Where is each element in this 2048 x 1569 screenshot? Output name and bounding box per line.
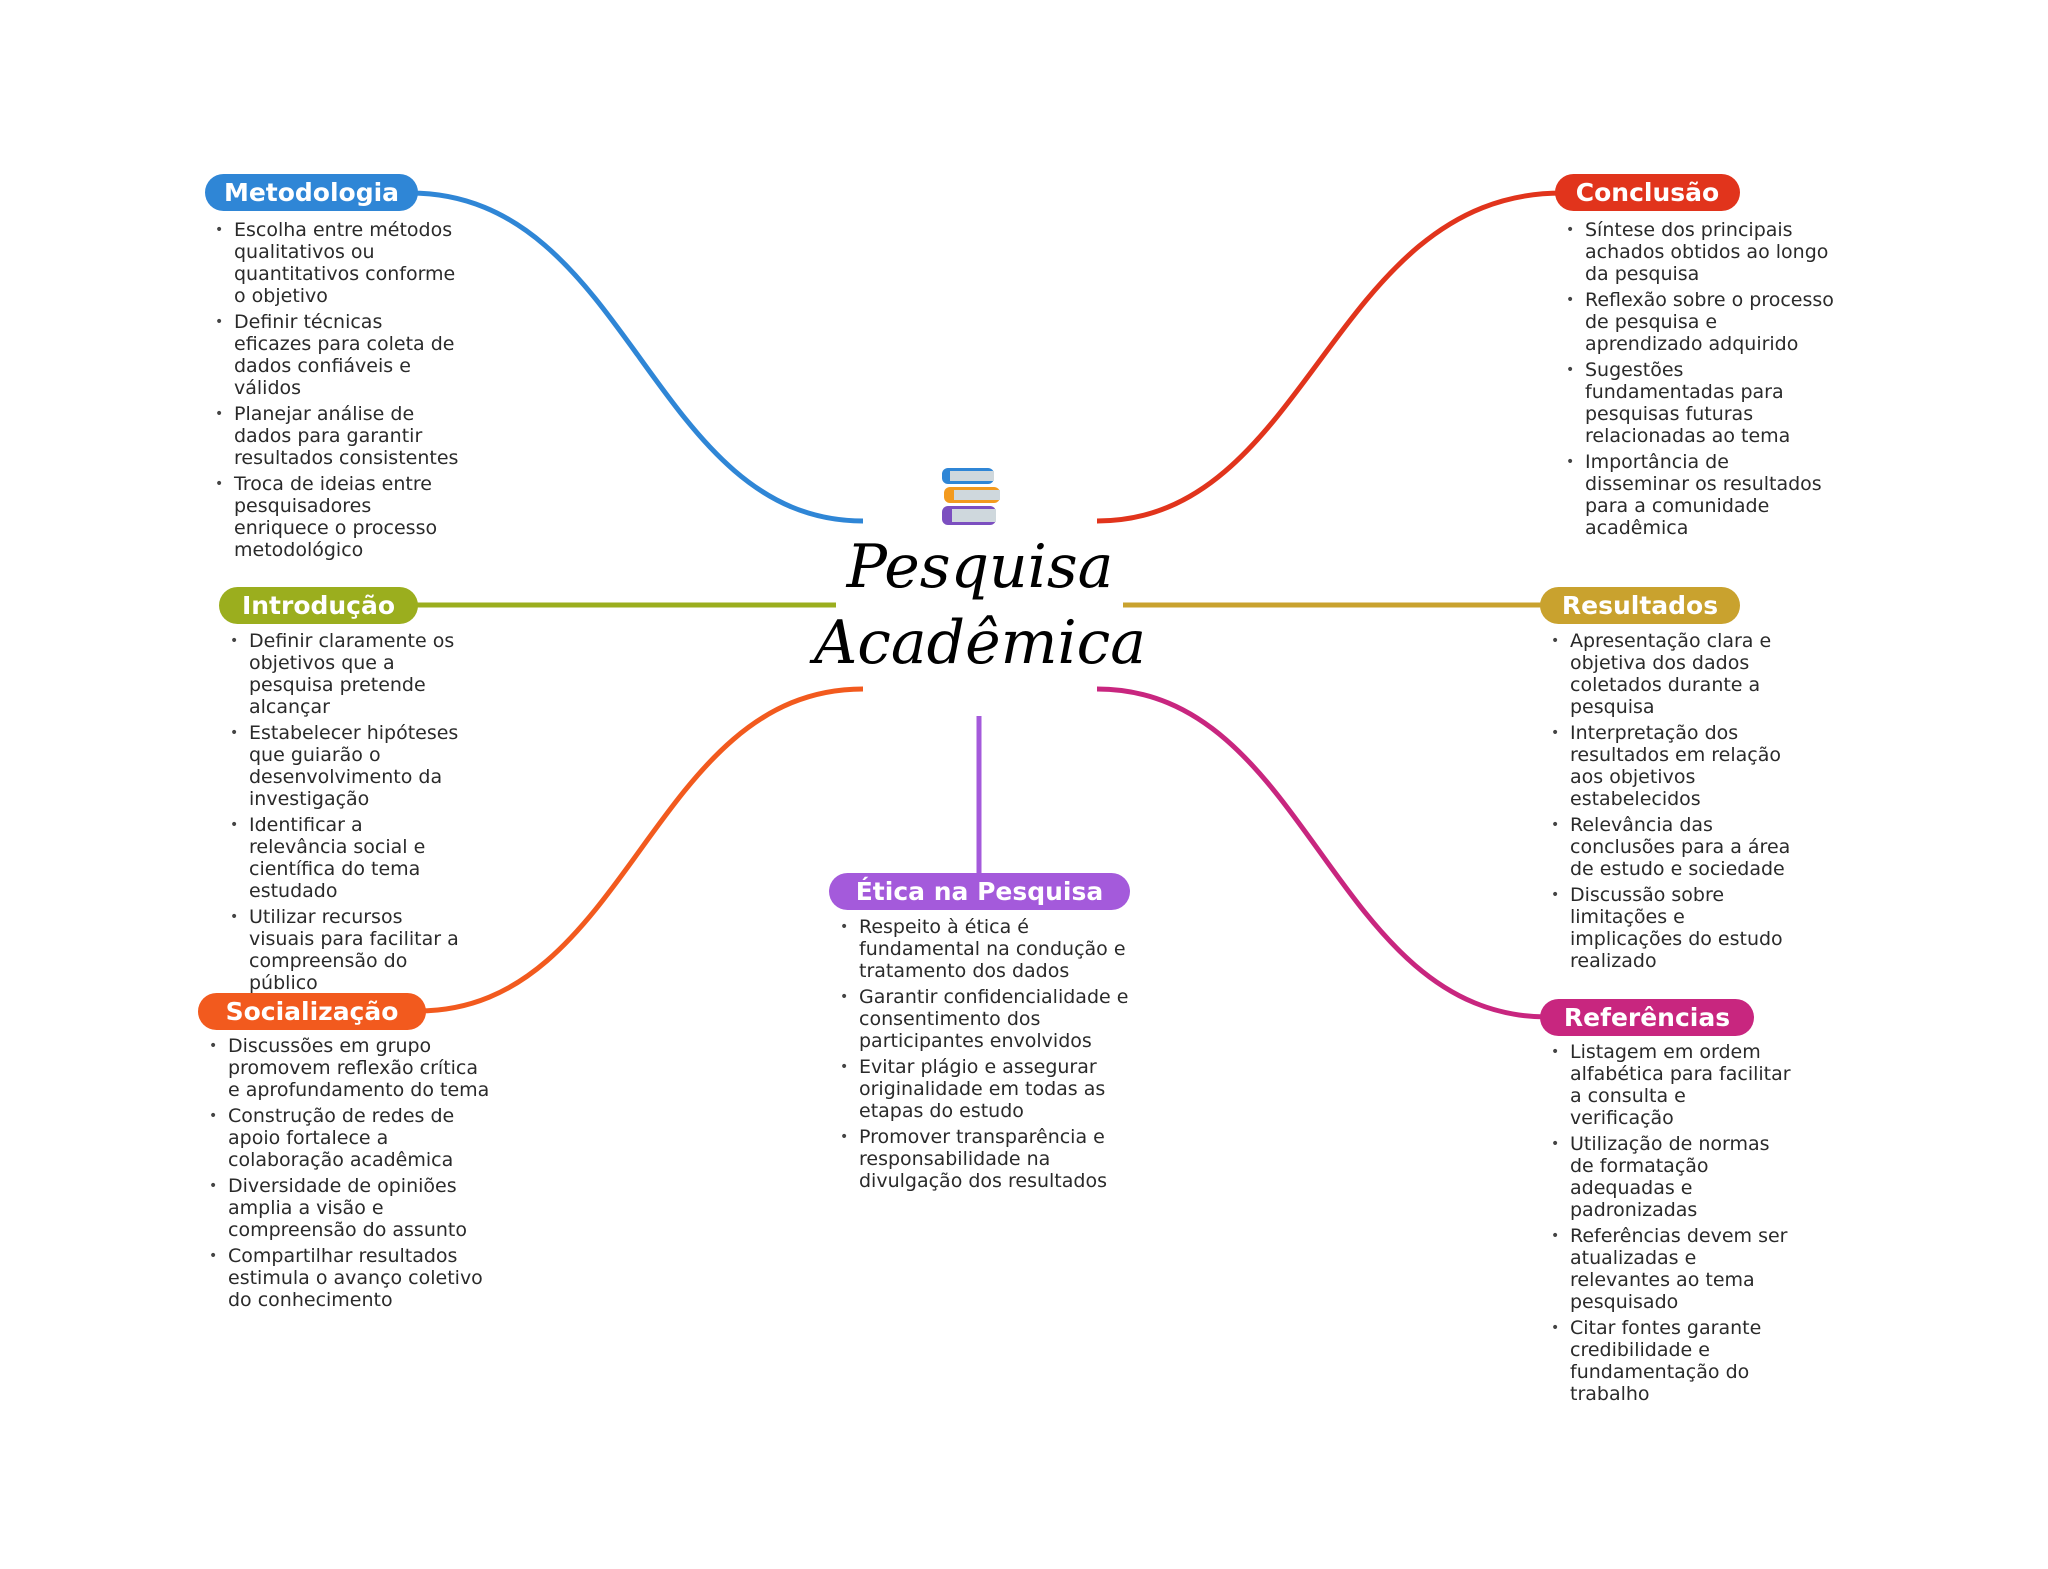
list-item: Apresentação clara e objetiva dos dados … <box>1547 630 1792 718</box>
introducao-items: Definir claramente os objetivos que a pe… <box>226 630 466 998</box>
list-item: Interpretação dos resultados em relação … <box>1547 722 1792 810</box>
list-item: Utilização de normas de formatação adequ… <box>1547 1133 1792 1221</box>
list-item: Discussões em grupo promovem reflexão cr… <box>205 1035 490 1101</box>
topic-resultados[interactable]: Resultados <box>1540 587 1740 624</box>
link-socializacao <box>417 686 864 1014</box>
list-item: Reflexão sobre o processo de pesquisa e … <box>1562 289 1837 355</box>
etica-items: Respeito à ética é fundamental na conduç… <box>836 916 1141 1196</box>
list-item: Sugestões fundamentadas para pesquisas f… <box>1562 359 1837 447</box>
list-item: Respeito à ética é fundamental na conduç… <box>836 916 1141 982</box>
list-item: Citar fontes garante credibilidade e fun… <box>1547 1317 1792 1405</box>
list-item: Discussão sobre limitações e implicações… <box>1547 884 1792 972</box>
list-item: Relevância das conclusões para a área de… <box>1547 814 1792 880</box>
topic-etica[interactable]: Ética na Pesquisa <box>829 873 1130 910</box>
list-item: Planejar análise de dados para garantir … <box>211 403 461 469</box>
resultados-items: Apresentação clara e objetiva dos dados … <box>1547 630 1792 976</box>
socializacao-items: Discussões em grupo promovem reflexão cr… <box>205 1035 490 1315</box>
list-item: Evitar plágio e assegurar originalidade … <box>836 1056 1141 1122</box>
list-item: Construção de redes de apoio fortalece a… <box>205 1105 490 1171</box>
central-title-line1: Pesquisa <box>846 532 1114 602</box>
list-item: Identificar a relevância social e cientí… <box>226 814 466 902</box>
list-item: Síntese dos principais achados obtidos a… <box>1562 219 1837 285</box>
list-item: Troca de ideias entre pesquisadores enri… <box>211 473 461 561</box>
list-item: Importância de disseminar os resultados … <box>1562 451 1837 539</box>
list-item: Escolha entre métodos qualitativos ou qu… <box>211 219 461 307</box>
central-title-line2: Acadêmica <box>813 608 1147 678</box>
link-metodologia <box>409 190 864 524</box>
conclusao-items: Síntese dos principais achados obtidos a… <box>1562 219 1837 543</box>
metodologia-items: Escolha entre métodos qualitativos ou qu… <box>211 219 461 565</box>
referencias-items: Listagem em ordem alfabética para facili… <box>1547 1041 1792 1409</box>
topic-metodologia[interactable]: Metodologia <box>205 174 418 211</box>
topic-conclusao[interactable]: Conclusão <box>1555 174 1740 211</box>
link-conclusao <box>1096 190 1563 524</box>
list-item: Listagem em ordem alfabética para facili… <box>1547 1041 1792 1129</box>
list-item: Estabelecer hipóteses que guiarão o dese… <box>226 722 466 810</box>
list-item: Garantir confidencialidade e consentimen… <box>836 986 1141 1052</box>
link-referencias <box>1096 686 1549 1020</box>
books-icon <box>942 468 1000 525</box>
list-item: Promover transparência e responsabilidad… <box>836 1126 1141 1192</box>
topic-referencias[interactable]: Referências <box>1540 999 1754 1036</box>
topic-socializacao[interactable]: Socialização <box>198 993 426 1030</box>
list-item: Definir claramente os objetivos que a pe… <box>226 630 466 718</box>
list-item: Compartilhar resultados estimula o avanç… <box>205 1245 490 1311</box>
list-item: Utilizar recursos visuais para facilitar… <box>226 906 466 994</box>
topic-introducao[interactable]: Introdução <box>219 587 418 624</box>
list-item: Diversidade de opiniões amplia a visão e… <box>205 1175 490 1241</box>
list-item: Referências devem ser atualizadas e rele… <box>1547 1225 1792 1313</box>
list-item: Definir técnicas eficazes para coleta de… <box>211 311 461 399</box>
